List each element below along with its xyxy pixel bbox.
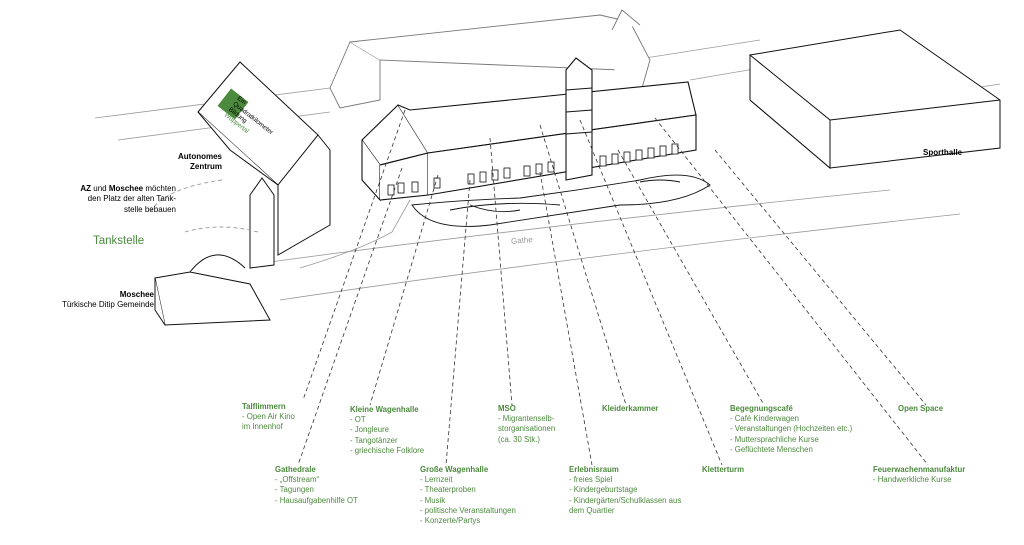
annotation-item: - Musik <box>420 495 446 505</box>
annotation-talflimmern: Talflimmern - Open Air Kino im Innenhof <box>242 402 295 433</box>
annotation-title: Erlebnisraum <box>569 465 619 474</box>
annotation-item: - griechische Folklore <box>350 445 425 455</box>
tankstelle-arrows <box>149 179 259 233</box>
leader-lines <box>297 109 929 466</box>
garden-paths <box>411 174 711 227</box>
annotation-item: - Migrantenselb- <box>498 414 555 424</box>
annotation-item: - OT <box>350 415 366 425</box>
leader-gathedrale <box>297 167 403 466</box>
annotation-title: MSO <box>498 404 516 413</box>
annotation-title: Feuerwachenmanufaktur <box>873 465 966 474</box>
annotation-begegnungscafe: Begegnungscafé - Café Kinderwagen - Vera… <box>730 404 852 455</box>
annotation-title: Talflimmern <box>242 402 286 411</box>
leader-erlebnisraum <box>539 171 593 466</box>
annotation-item: - Tagungen <box>275 485 314 495</box>
annotation-item: - „Offstream“ <box>275 475 320 485</box>
annotation-item: storganisationen <box>498 424 556 434</box>
leader-kleine-wagenhalle <box>369 174 439 406</box>
annotation-item: - Veranstaltungen (Hochzeiten etc.) <box>730 424 853 434</box>
annotation-item: - Hausaufgabenhilfe OT <box>275 495 358 505</box>
annotation-kleine-wagenhalle: Kleine Wagenhalle - OT - Jongleure - Tan… <box>350 405 424 456</box>
leader-kletterturm <box>579 119 723 466</box>
autonomes-zentrum-label: Autonomes Zentrum <box>178 152 222 172</box>
annotation-item: - Theaterproben <box>420 485 476 495</box>
annotation-title: Große Wagenhalle <box>420 465 489 474</box>
moschee-building <box>154 177 275 326</box>
tankstelle-label: Tankstelle <box>93 235 145 247</box>
annotation-gathedrale: Gathedrale - „Offstream“ - Tagungen - Ha… <box>275 465 358 506</box>
annotation-item: im Innenhof <box>242 422 283 432</box>
annotation-item: - Muttersprachliche Kurse <box>730 434 819 444</box>
leader-open-space <box>714 149 927 406</box>
moschee-subtitle: Türkische Ditip Gemeinde <box>61 300 154 310</box>
annotation-item: - Tangotänzer <box>350 435 398 445</box>
annotation-item: - Geflüchtete Menschen <box>730 444 813 454</box>
annotation-item: - Jongleure <box>350 425 390 435</box>
annotation-item: - freies Spiel <box>569 475 613 485</box>
annotation-kletterturm: Kletterturm <box>702 465 744 475</box>
annotation-mso: MSO - Migrantenselb- storganisationen (c… <box>498 404 555 445</box>
annotation-erlebnisraum: Erlebnisraum - freies Spiel - Kindergebu… <box>569 465 681 516</box>
az-moschee-note: AZ und Moschee möchten den Platz der alt… <box>30 184 176 215</box>
annotation-item: (ca. 30 Stk.) <box>498 434 541 444</box>
annotation-item: - Café Kinderwagen <box>730 414 799 424</box>
annotation-kleiderkammer: Kleiderkammer <box>602 404 658 414</box>
sporthalle-label: Sporthalle <box>923 148 963 157</box>
az-note-line-3: stelle bebauen <box>123 204 176 214</box>
annotation-title: Kleine Wagenhalle <box>350 405 419 414</box>
moschee-title: Moschee <box>119 290 154 299</box>
annotation-item: dem Quartier <box>569 505 615 515</box>
annotation-title: Kletterturm <box>702 465 745 474</box>
annotation-item: - Kindergeburtstage <box>569 485 638 495</box>
annotation-title: Begegnungscafé <box>730 404 793 413</box>
annotation-item: - Open Air Kino <box>242 412 295 422</box>
annotation-title: Open Space <box>898 404 944 413</box>
annotation-open-space: Open Space <box>898 404 943 414</box>
az-note-und: und <box>91 184 109 193</box>
annotation-item: - Konzerte/Partys <box>420 516 481 526</box>
annotation-item: - politische Veranstaltungen <box>420 505 516 515</box>
az-note-line-2: den Platz der alten Tank- <box>87 194 176 204</box>
annotation-title: Kleiderkammer <box>602 404 659 413</box>
main-station-complex <box>361 57 697 202</box>
az-note-moschee: Moschee <box>108 184 144 193</box>
annotation-item: - Lernzeit <box>420 475 453 485</box>
annotation-feuerwachenmanufaktur: Feuerwachenmanufaktur - Handwerkliche Ku… <box>873 465 965 485</box>
az-note-moechten: möchten <box>143 184 176 193</box>
sporthalle-building <box>749 29 1001 170</box>
leader-grosse-wagenhalle <box>445 179 471 466</box>
leader-feuerwachenmanufaktur <box>654 117 929 466</box>
autonomes-zentrum-building <box>197 61 331 256</box>
leader-talflimmern <box>302 109 406 401</box>
az-note-az: AZ <box>80 184 92 193</box>
leader-begegnungscafe <box>617 149 765 406</box>
annotation-grosse-wagenhalle: Große Wagenhalle - Lernzeit - Theaterpro… <box>420 465 516 526</box>
annotation-item: - Handwerkliche Kurse <box>873 475 952 485</box>
annotation-item: - Kindergärten/Schulklassen aus <box>569 495 682 505</box>
gathe-street-label: Gathe <box>510 235 534 246</box>
moschee-label: Moschee Türkische Ditip Gemeinde <box>0 290 154 311</box>
ein-quadratkilometer-bildung-logo <box>217 88 249 120</box>
leader-mso <box>489 137 513 406</box>
annotation-title: Gathedrale <box>275 465 316 474</box>
